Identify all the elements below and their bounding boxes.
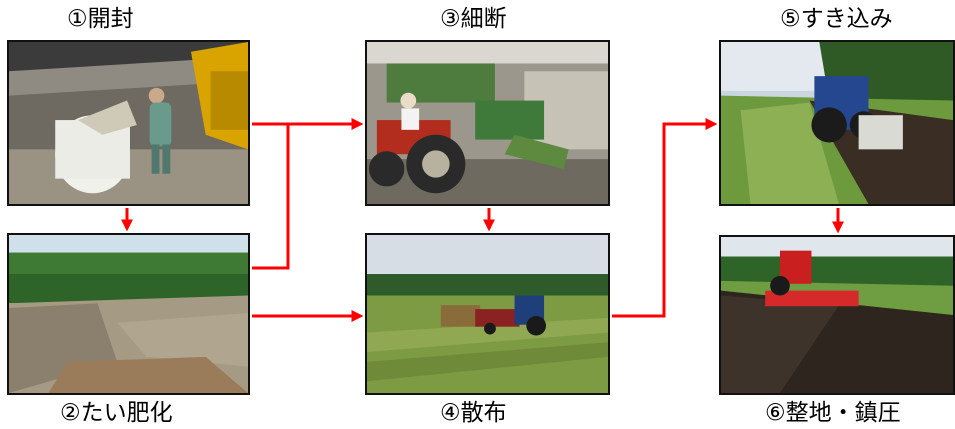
step-2-label: ②たい肥化 [60, 400, 173, 426]
photo-shredding [365, 40, 610, 206]
photo-opening-bale [7, 40, 250, 206]
photo-leveling [719, 235, 955, 395]
photo-compost-pile [7, 233, 250, 395]
step-1-label: ①開封 [67, 6, 134, 32]
arrow-4-to-5 [612, 118, 718, 318]
step-6-label: ⑥整地・鎮圧 [765, 400, 901, 426]
step-4-label: ④散布 [440, 400, 507, 426]
photo-plowing [719, 40, 955, 206]
step-3-label: ③細断 [440, 6, 507, 32]
photo-spreading [365, 233, 610, 395]
step-5-label: ⑤すき込み [780, 6, 893, 32]
arrow-2-to-3 [252, 124, 290, 270]
